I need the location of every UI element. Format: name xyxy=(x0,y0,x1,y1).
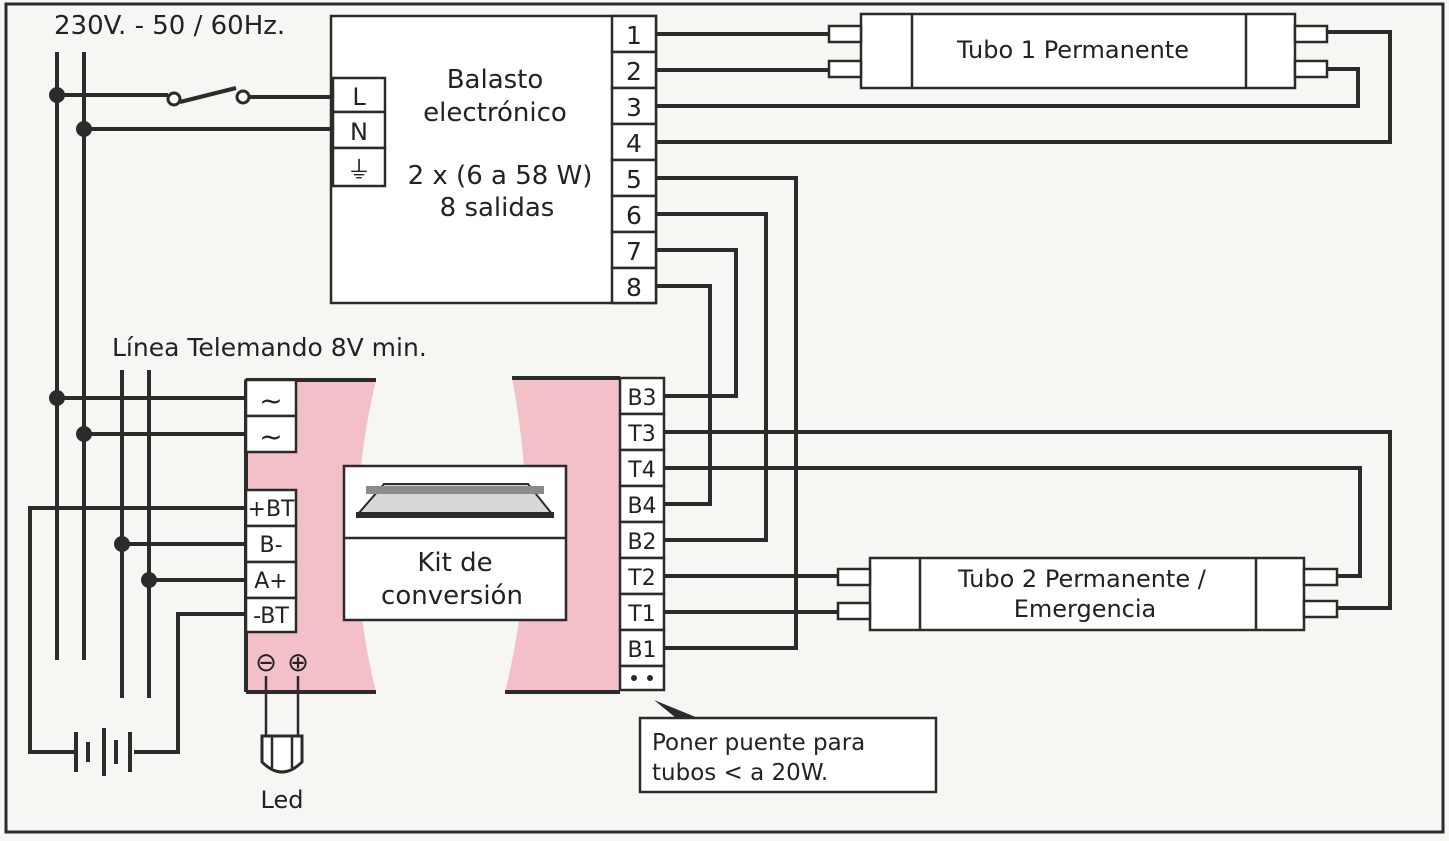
note-callout: Poner puente para tubos < a 20W. xyxy=(638,700,938,794)
ballast-terminal-label: N xyxy=(350,118,368,146)
earth-icon: ⏚ xyxy=(347,156,371,184)
kit-right-label: T3 xyxy=(627,422,655,447)
kit-right-label: B4 xyxy=(627,494,656,519)
led-terminals: ⊖ ⊕ xyxy=(255,648,309,742)
ballast-output-terminals: 1 2 3 4 5 6 7 8 xyxy=(610,14,658,305)
supply-label: 230V. - 50 / 60Hz. xyxy=(54,11,285,41)
kit-module-icon xyxy=(355,483,555,518)
kit-label: conversión xyxy=(381,581,523,611)
kit-image-box: Kit de conversión xyxy=(342,464,568,622)
ballast-output-label: 8 xyxy=(626,273,642,302)
kit-right-label: T1 xyxy=(627,602,655,627)
ballast-output-label: 1 xyxy=(626,21,642,50)
ballast-terminal-earth xyxy=(331,146,387,188)
ballast-output-label: 3 xyxy=(626,93,642,122)
ballast-output-label: 6 xyxy=(626,201,642,230)
note-text: tubos < a 20W. xyxy=(652,760,828,786)
led-icon xyxy=(260,734,304,774)
ballast-spec: 8 salidas xyxy=(440,193,555,223)
tube-1: Tubo 1 Permanente xyxy=(827,12,1329,90)
kit-right-terminals: B3 T3 T4 B4 B2 T2 T1 B1 xyxy=(618,376,666,692)
kit-label: Kit de xyxy=(417,548,492,578)
ballast-to-kit-wires xyxy=(656,176,798,650)
battery-icon xyxy=(74,728,132,776)
kit-terminal-label: A+ xyxy=(254,569,287,594)
ac-icon: ~ xyxy=(259,384,282,417)
kit-left-wires xyxy=(28,390,246,754)
kit-right-label: T2 xyxy=(627,566,655,591)
kit-right-label: B1 xyxy=(627,638,656,663)
tube-2-label: Emergencia xyxy=(1014,595,1157,623)
supply-switch xyxy=(49,86,333,137)
kit-left-terminals: ~ ~ +BT B- A+ -BT xyxy=(244,378,298,634)
tube-2: Tubo 2 Permanente / Emergencia xyxy=(836,556,1339,632)
kit-right-label: T4 xyxy=(627,458,655,483)
kit-to-tube2-wires xyxy=(664,430,1392,614)
ballast-spec: 2 x (6 a 58 W) xyxy=(408,161,593,191)
led-label: Led xyxy=(261,786,304,814)
kit-right-label: B3 xyxy=(627,386,656,411)
ballast-terminal-l xyxy=(331,76,387,114)
ballast-terminal-label: L xyxy=(352,83,366,111)
ballast-title: Balasto xyxy=(447,65,544,95)
ballast: L N ⏚ Balasto electrónico 2 x (6 a 58 W)… xyxy=(329,14,658,305)
ballast-output-label: 4 xyxy=(626,129,642,158)
telemando-label: Línea Telemando 8V min. xyxy=(112,333,427,362)
kit-terminal-label: +BT xyxy=(248,497,296,522)
ballast-output-label: 7 xyxy=(626,237,642,266)
ballast-title: electrónico xyxy=(423,98,567,128)
supply-lines xyxy=(55,52,86,660)
kit-terminal-label: B- xyxy=(259,533,282,558)
diagram-frame xyxy=(4,2,1445,834)
ac-icon: ~ xyxy=(259,420,282,453)
ballast-output-label: 2 xyxy=(626,57,642,86)
ballast-output-label: 5 xyxy=(626,165,642,194)
tube-2-label: Tubo 2 Permanente / xyxy=(957,565,1207,593)
led-plus-icon: ⊕ xyxy=(287,648,309,678)
kit-terminal-label: -BT xyxy=(253,604,289,629)
tube1-wires xyxy=(656,30,1392,144)
note-text: Poner puente para xyxy=(652,730,865,756)
kit-right-label: B2 xyxy=(627,530,656,555)
led-minus-icon: ⊖ xyxy=(255,648,277,678)
tube-1-label: Tubo 1 Permanente xyxy=(956,36,1189,64)
telemando-lines xyxy=(120,370,151,698)
